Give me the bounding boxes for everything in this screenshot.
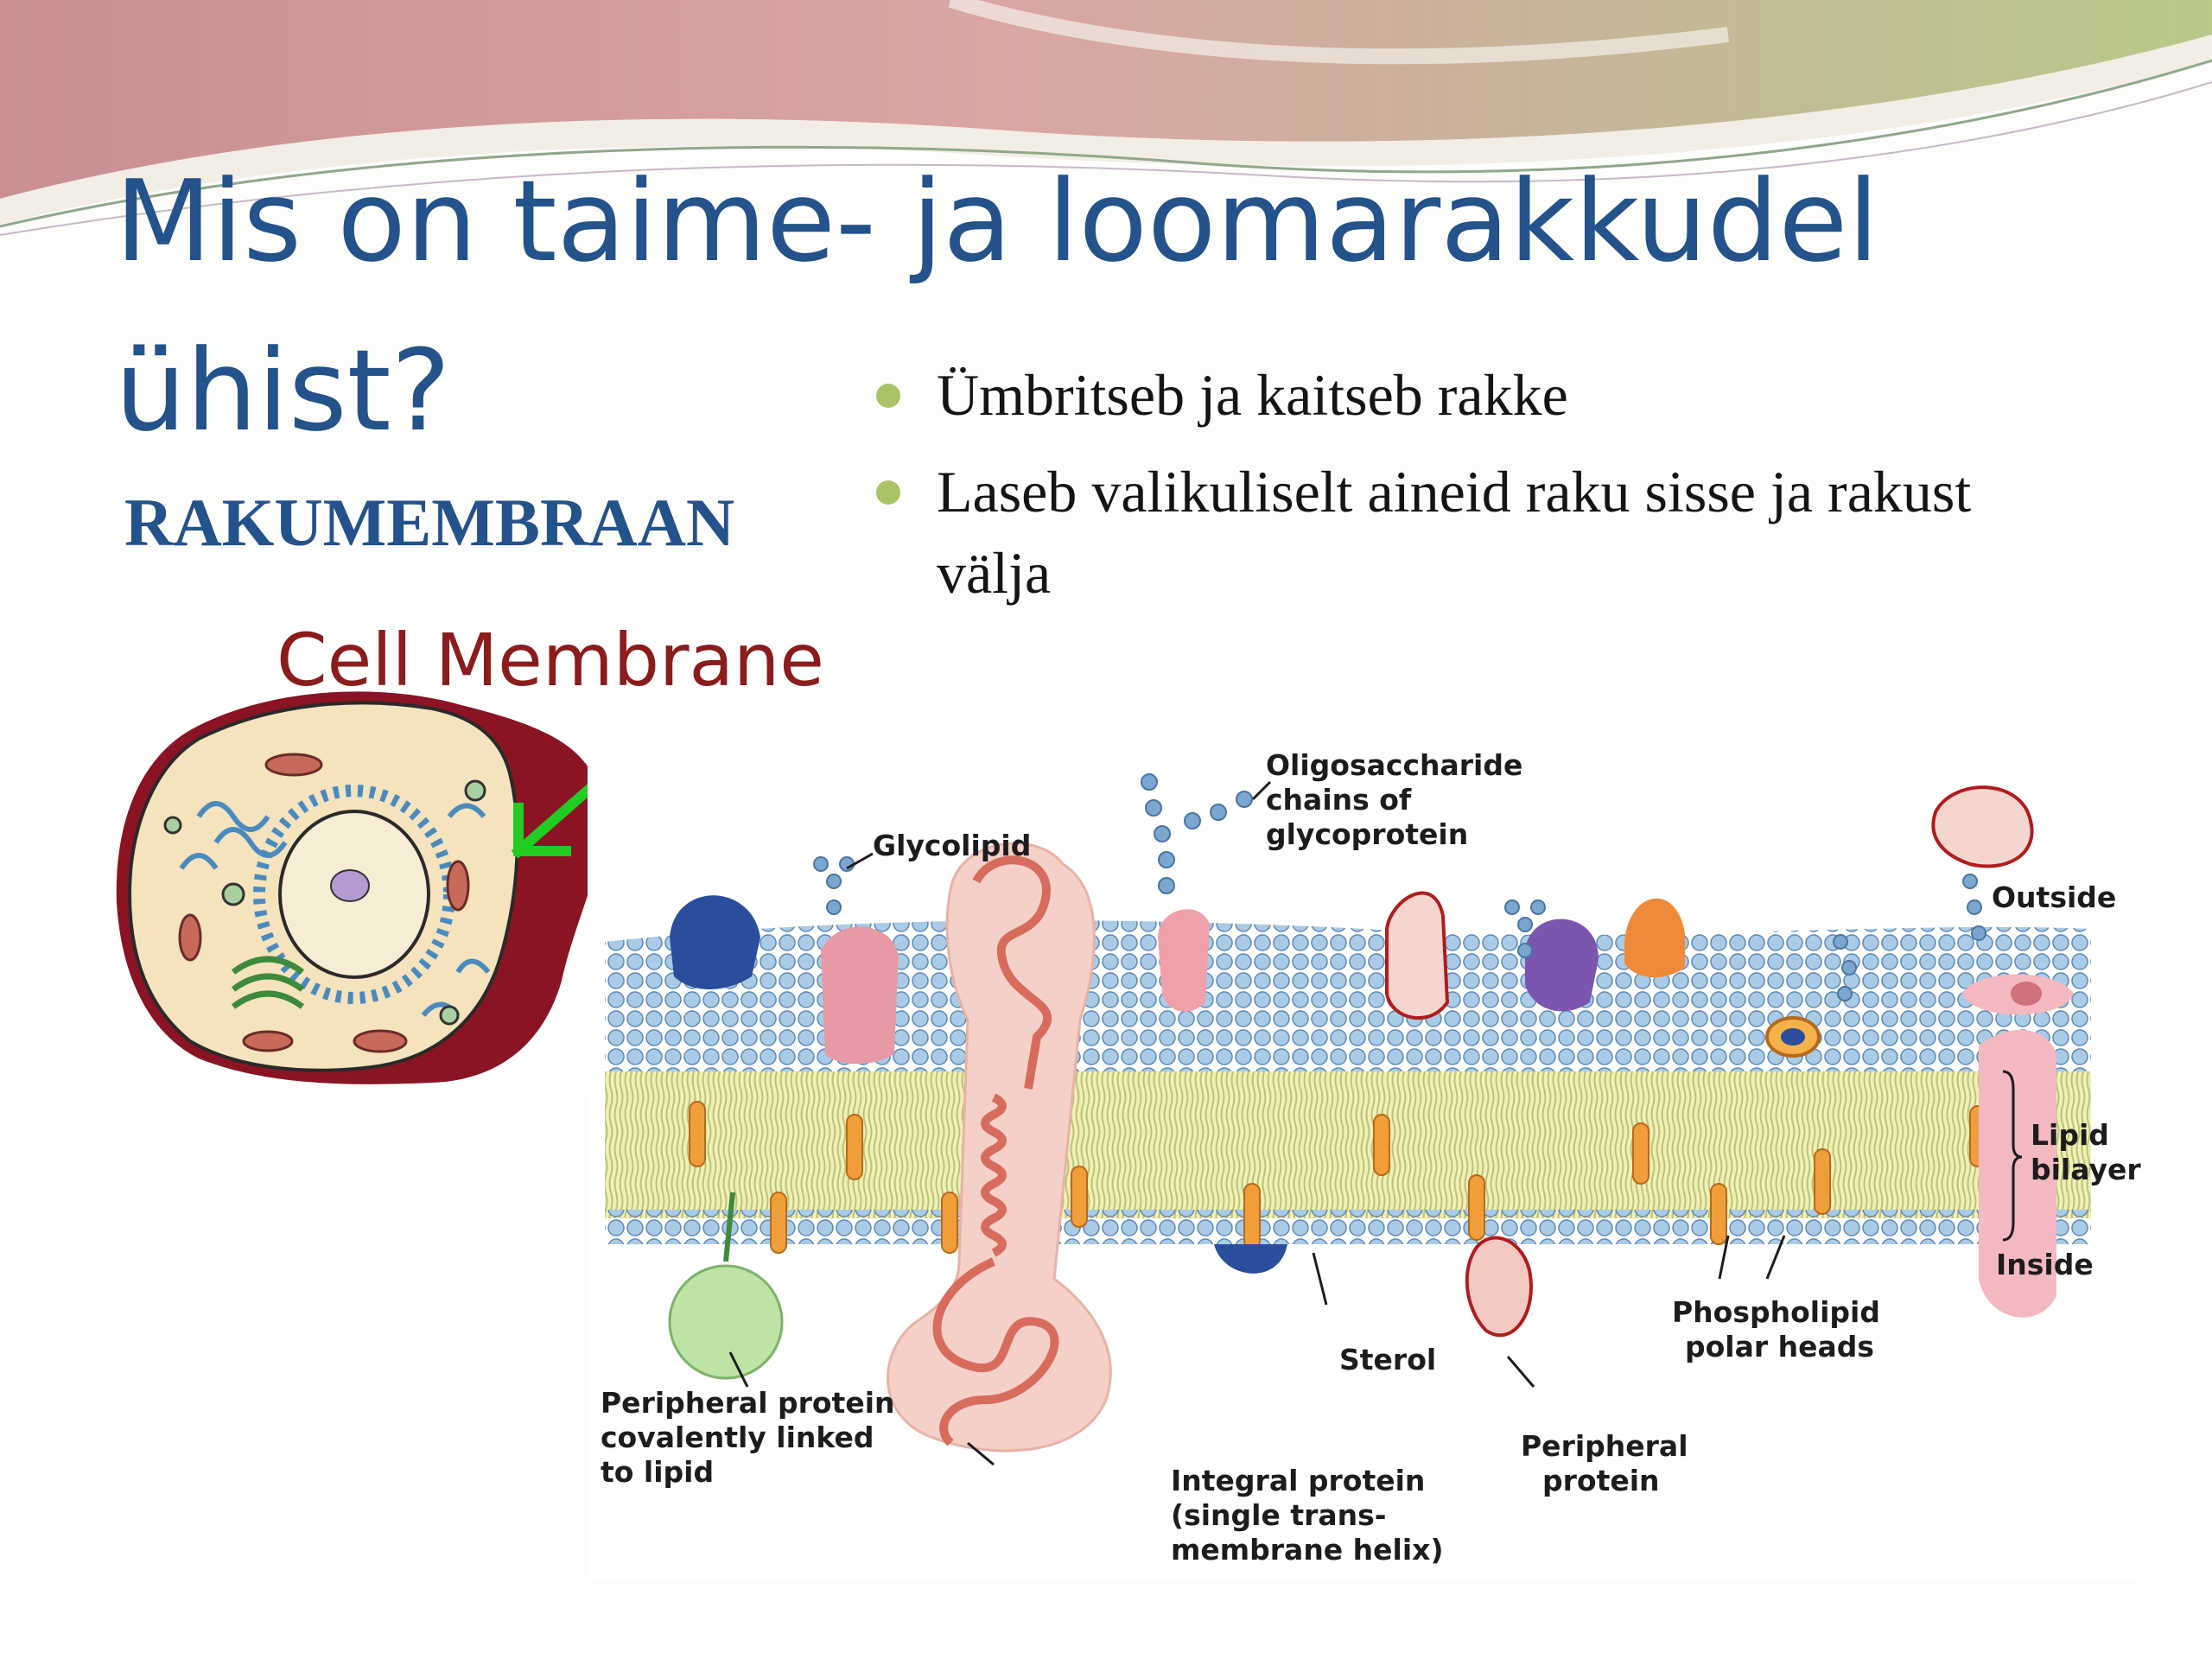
cell-figure-title: Cell Membrane: [276, 618, 824, 702]
fluid-mosaic-membrane-diagram: Oligosaccharide chains of glycoprotein G…: [588, 743, 2143, 1581]
slide-title: Mis on taime- ja loomarakkudel ühist?: [115, 156, 1879, 456]
label-integral-protein: membrane helix): [1171, 1533, 1444, 1567]
bullet-text: Ümbritseb ja kaitseb rakke: [937, 362, 1568, 428]
label-peripheral-protein: protein: [1542, 1464, 1660, 1497]
label-peripheral-covalent: covalently linked: [601, 1421, 874, 1454]
label-inside: Inside: [1996, 1248, 2094, 1281]
label-phospholipid: polar heads: [1685, 1330, 1874, 1363]
bullet-dot-icon: [876, 480, 900, 505]
label-integral-protein: (single trans-: [1171, 1498, 1386, 1532]
slide-subtitle: RAKUMEMBRAAN: [124, 485, 735, 560]
label-peripheral-covalent: Peripheral protein: [601, 1386, 895, 1420]
label-peripheral-protein: Peripheral: [1521, 1429, 1688, 1463]
label-oligosaccharide: glycoprotein: [1266, 817, 1468, 851]
label-lipid-bilayer: bilayer: [2031, 1153, 2141, 1186]
bullet-dot-icon: [876, 384, 900, 408]
label-oligosaccharide: Oligosaccharide: [1266, 748, 1522, 782]
label-outside: Outside: [1992, 880, 2116, 914]
bullet-item: Laseb valikuliselt aineid raku sisse ja …: [864, 451, 2091, 613]
header-wave-decoration: [0, 0, 2212, 236]
bullet-item: Ümbritseb ja kaitseb rakke: [864, 354, 2091, 435]
bullet-list: Ümbritseb ja kaitseb rakke Laseb valikul…: [864, 354, 2091, 629]
label-peripheral-covalent: to lipid: [601, 1455, 714, 1489]
label-lipid-bilayer: Lipid: [2031, 1118, 2109, 1152]
label-oligosaccharide: chains of: [1266, 783, 1412, 817]
label-phospholipid: Phospholipid: [1672, 1295, 1880, 1329]
pointer-arrow-icon: [511, 783, 595, 859]
label-glycolipid: Glycolipid: [873, 829, 1031, 862]
label-integral-protein: Integral protein: [1171, 1464, 1425, 1497]
bullet-text: Laseb valikuliselt aineid raku sisse ja …: [937, 459, 1972, 606]
label-sterol: Sterol: [1339, 1343, 1436, 1376]
